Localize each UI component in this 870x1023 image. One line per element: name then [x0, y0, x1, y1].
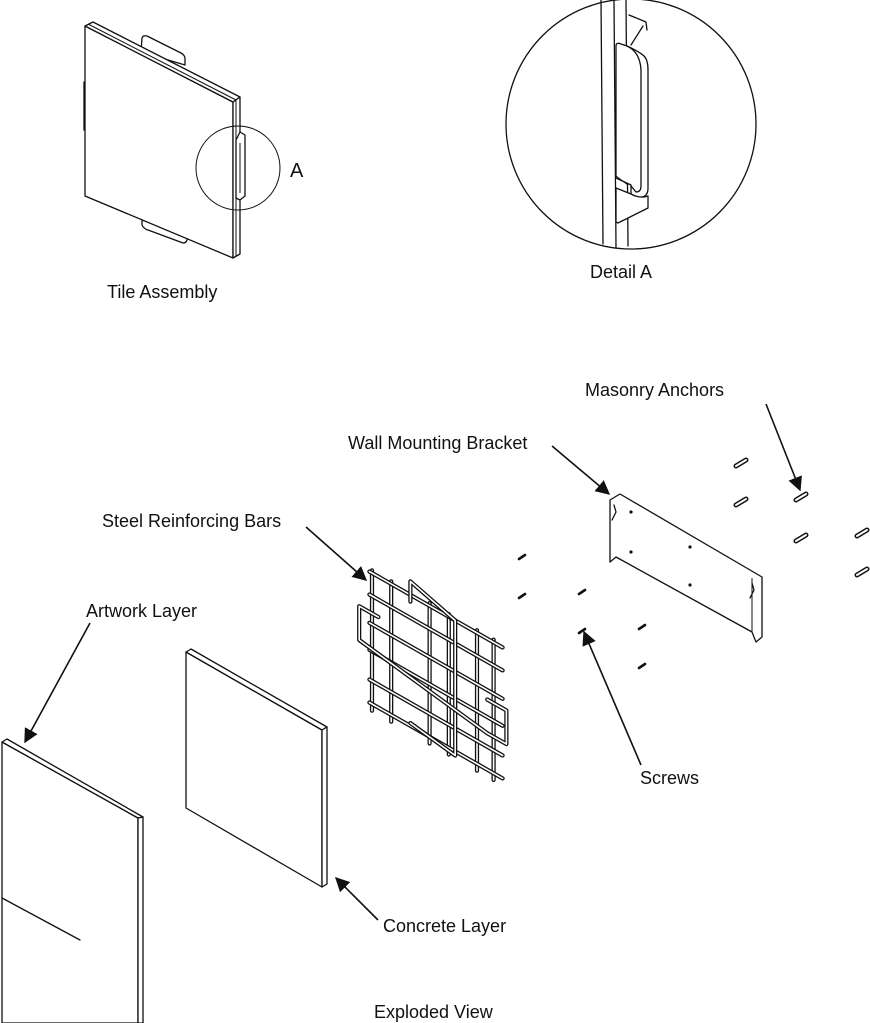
concrete-layer	[185, 648, 328, 888]
screw	[637, 623, 647, 631]
detail-circle	[505, 0, 757, 250]
artwork-layer	[1, 738, 144, 1023]
wall-mounting-bracket-leader	[551, 445, 611, 495]
screw	[577, 588, 587, 596]
screw	[637, 662, 647, 670]
masonry-anchors	[733, 457, 870, 578]
screws-leader	[582, 630, 642, 766]
artwork-layer-label: Artwork Layer	[86, 601, 197, 621]
screw	[517, 592, 527, 600]
exploded-view-label: Exploded View	[374, 1002, 494, 1022]
steel-reinforcing-bars	[357, 568, 509, 783]
tile-assembly-label: Tile Assembly	[107, 282, 217, 302]
masonry-anchors-leader	[765, 403, 802, 492]
steel-reinforcing-bars-leader	[305, 526, 368, 581]
steel-reinforcing-bars-label: Steel Reinforcing Bars	[102, 511, 281, 531]
screws	[517, 553, 647, 670]
wall-mounting-bracket-label: Wall Mounting Bracket	[348, 433, 527, 453]
screw	[517, 553, 527, 561]
wall-mounting-bracket	[609, 493, 763, 643]
screws-label: Screws	[640, 768, 699, 788]
concrete-layer-label: Concrete Layer	[383, 916, 506, 936]
rebar-bar	[357, 604, 509, 747]
tile-assembly-view: A Tile Assembly	[83, 21, 304, 302]
artwork-layer-leader	[24, 622, 91, 744]
top-clip	[140, 35, 186, 66]
detail-a-callout: A	[290, 160, 304, 182]
detail-a-circle	[195, 125, 281, 211]
detail-a-label: Detail A	[590, 262, 652, 282]
bottom-clip	[141, 219, 189, 244]
screw	[577, 627, 587, 635]
concrete-layer-leader	[334, 876, 379, 921]
clip-body	[615, 42, 649, 198]
masonry-anchors-label: Masonry Anchors	[585, 380, 724, 400]
detail-a-view: Detail A	[505, 0, 757, 282]
